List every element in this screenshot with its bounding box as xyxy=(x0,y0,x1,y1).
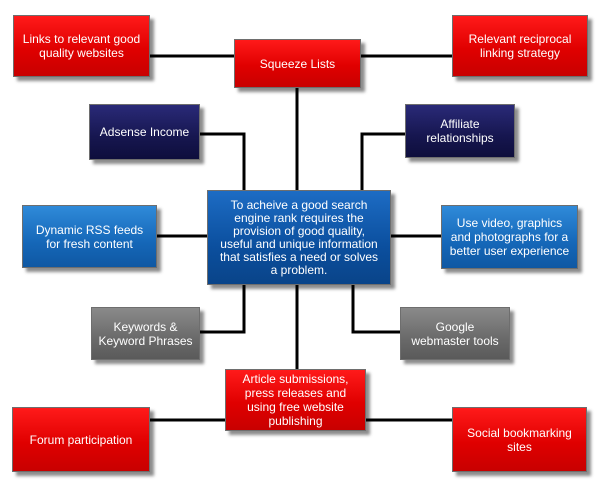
reciprocal-linking-node: Relevant reciprocal linking strategy xyxy=(452,15,588,77)
rss-feeds-label: Dynamic RSS feeds for fresh content xyxy=(35,222,144,251)
connector-adsense-center xyxy=(200,132,246,190)
squeeze-lists-node: Squeeze Lists xyxy=(234,39,361,88)
connector-google-center xyxy=(351,285,400,334)
google-webmaster-node: Google webmaster tools xyxy=(400,307,510,360)
connector-affiliate-center xyxy=(360,132,405,190)
keywords-node: Keywords & Keyword Phrases xyxy=(91,307,200,360)
links-quality-node: Links to relevant good quality websites xyxy=(13,15,150,77)
google-webmaster-label: Google webmaster tools xyxy=(411,319,499,348)
squeeze-lists-label: Squeeze Lists xyxy=(259,56,336,71)
forum-participation-node: Forum participation xyxy=(12,407,150,472)
social-bookmarking-label: Social bookmarking sites xyxy=(467,425,572,454)
links-quality-label: Links to relevant good quality websites xyxy=(22,32,141,60)
forum-participation-label: Forum participation xyxy=(29,432,133,447)
rss-feeds-node: Dynamic RSS feeds for fresh content xyxy=(22,205,157,268)
central-concept-text: To acheive a good search engine rank req… xyxy=(219,197,379,277)
affiliate-relationships-label: Affiliate relationships xyxy=(426,117,494,145)
central-concept-node: To acheive a good search engine rank req… xyxy=(207,190,391,285)
article-submissions-label: Article submissions, press releases and … xyxy=(242,372,349,428)
video-graphics-label: Use video, graphics and photographs for … xyxy=(449,216,570,258)
article-submissions-node: Article submissions, press releases and … xyxy=(225,369,366,431)
keywords-label: Keywords & Keyword Phrases xyxy=(98,319,193,348)
video-graphics-node: Use video, graphics and photographs for … xyxy=(441,205,578,269)
adsense-income-label: Adsense Income xyxy=(99,125,190,139)
reciprocal-linking-label: Relevant reciprocal linking strategy xyxy=(468,32,572,60)
adsense-income-node: Adsense Income xyxy=(89,104,200,160)
social-bookmarking-node: Social bookmarking sites xyxy=(452,407,587,472)
affiliate-relationships-node: Affiliate relationships xyxy=(405,104,515,158)
connector-keywords-center xyxy=(200,285,246,334)
